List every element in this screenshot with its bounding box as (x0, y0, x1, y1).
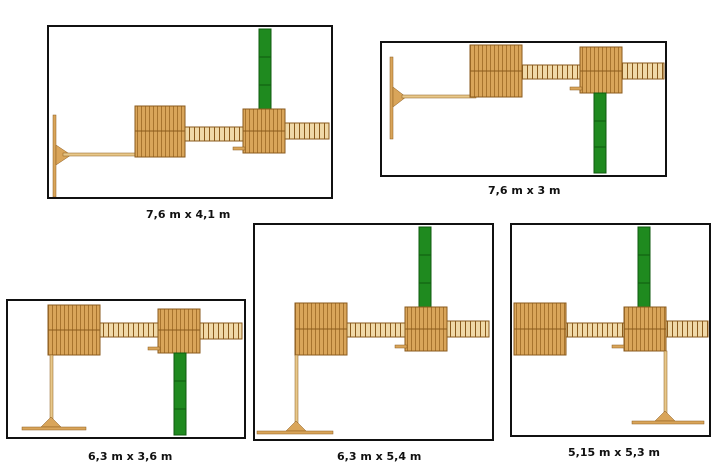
ladder-d (446, 320, 490, 338)
slide-c (173, 352, 187, 436)
playset-diagram-b (389, 44, 665, 174)
swing-beam-d (294, 354, 299, 432)
slide-d (418, 226, 432, 310)
size-label-e: 5,15 m x 5,3 m (568, 446, 660, 459)
swing-frame-b (389, 56, 394, 140)
playset-diagram-a (52, 28, 330, 197)
slide-e (637, 226, 651, 310)
bridge-a (184, 126, 244, 142)
bridge-e (565, 322, 625, 338)
slide-b (593, 92, 607, 174)
layout-panel-e (510, 223, 711, 437)
ladder-c (199, 322, 243, 340)
bridge-d (346, 322, 406, 338)
size-label-b: 7,6 m x 3 m (488, 184, 561, 197)
playset-diagram-e (513, 226, 709, 425)
bridge-c (99, 322, 159, 338)
layout-panel-b (380, 41, 667, 177)
playset-diagram-c (21, 304, 243, 436)
swing-frame-e (631, 420, 705, 425)
size-label-c: 6,3 m x 3,6 m (88, 450, 173, 463)
swing-frame-a (52, 114, 57, 197)
size-label-a: 7,6 m x 4,1 m (146, 208, 231, 221)
slide-a (258, 28, 272, 112)
swing-beam-a (62, 152, 140, 157)
bridge-b (521, 64, 581, 80)
size-label-d: 6,3 m x 5,4 m (337, 450, 422, 463)
swing-frame-d (256, 430, 334, 435)
playset-diagram-d (256, 226, 490, 435)
layout-panel-d (253, 223, 494, 441)
swing-beam-e (663, 350, 668, 422)
swing-frame-c (21, 426, 87, 431)
layout-panel-c (6, 299, 246, 439)
tower-2-c (157, 308, 201, 354)
layout-panel-a (47, 25, 333, 199)
swing-beam-b (401, 94, 477, 99)
ladder-a (284, 122, 330, 140)
ladder-b (621, 62, 665, 80)
swing-beam-c (49, 354, 54, 428)
tower-2-b (579, 46, 623, 94)
ladder-e (665, 320, 709, 338)
